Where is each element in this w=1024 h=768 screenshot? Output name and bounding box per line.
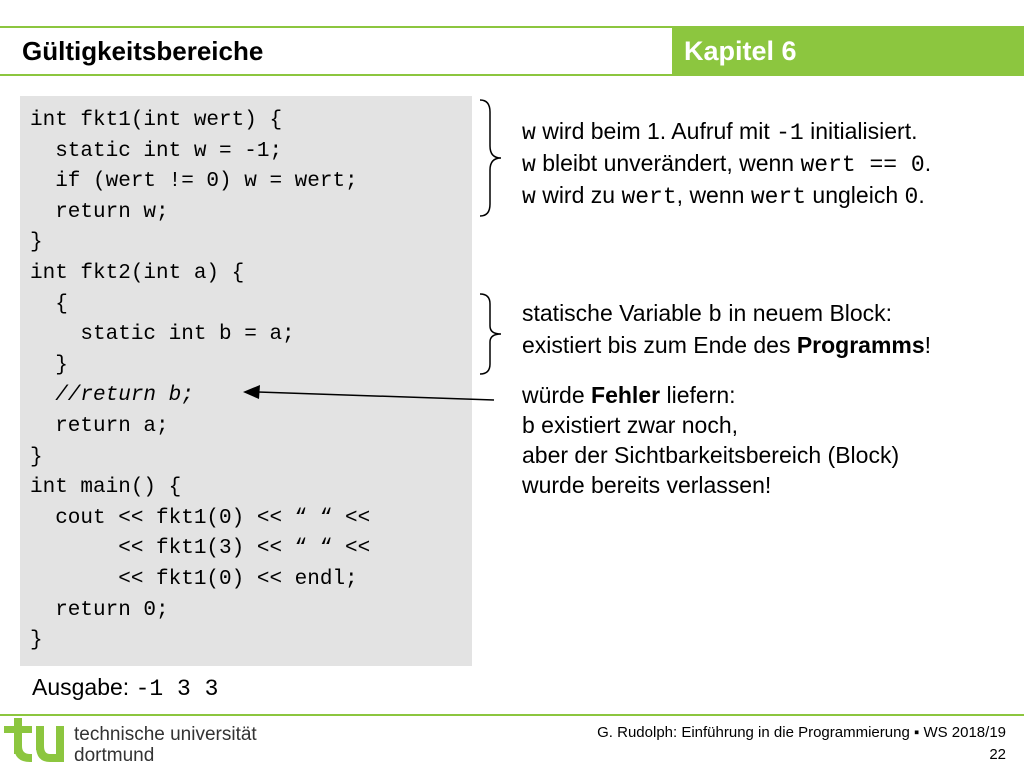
code-line: int main() { bbox=[30, 476, 182, 500]
code-line: return 0; bbox=[30, 598, 169, 622]
output-value: -1 3 3 bbox=[135, 676, 219, 702]
code-panel bbox=[20, 96, 472, 666]
brace-icon bbox=[479, 99, 502, 217]
code-line: } bbox=[30, 629, 43, 653]
note-static-w: w wird beim 1. Aufruf mit -1 initialisie… bbox=[522, 116, 931, 212]
top-accent-line bbox=[0, 26, 1024, 28]
note-line: wurde bereits verlassen! bbox=[522, 472, 772, 498]
note-line: würde Fehler liefern: bbox=[522, 382, 736, 408]
code-line: } bbox=[30, 231, 43, 255]
note-line: existiert bis zum Ende des Programms! bbox=[522, 332, 932, 358]
code-line: } bbox=[30, 445, 43, 469]
arrow-line bbox=[257, 391, 495, 401]
chapter-badge: Kapitel 6 bbox=[672, 28, 1024, 74]
code-line: static int w = -1; bbox=[30, 139, 283, 163]
brace-icon bbox=[479, 293, 502, 375]
arrow-head-icon bbox=[243, 385, 260, 399]
tu-logo-icon bbox=[4, 718, 64, 762]
code-line: << fkt1(0) << endl; bbox=[30, 567, 358, 591]
note-error: würde Fehler liefern: b existiert zwar n… bbox=[522, 380, 899, 500]
output-label: Ausgabe: bbox=[32, 674, 136, 700]
slide-footer: G. Rudolph: Einführung in die Programmie… bbox=[597, 722, 1006, 766]
code-line: return a; bbox=[30, 414, 169, 438]
code-line: return w; bbox=[30, 200, 169, 224]
university-line: technische universität bbox=[74, 724, 257, 745]
code-listing: int fkt1(int wert) { static int w = -1; … bbox=[30, 106, 370, 657]
code-line: } bbox=[30, 353, 68, 377]
note-line: b existiert zwar noch, bbox=[522, 412, 739, 438]
code-line: int fkt1(int wert) { bbox=[30, 109, 283, 132]
note-line: w bleibt unverändert, wenn wert == 0. bbox=[522, 150, 932, 178]
code-line: static int b = a; bbox=[30, 323, 295, 347]
note-line: w wird beim 1. Aufruf mit -1 initialisie… bbox=[522, 118, 918, 146]
code-line: << fkt1(3) << “ “ << bbox=[30, 537, 371, 561]
code-line: if (wert != 0) w = wert; bbox=[30, 170, 358, 194]
note-line: aber der Sichtbarkeitsbereich (Block) bbox=[522, 442, 900, 468]
note-line: w wird zu wert, wenn wert ungleich 0. bbox=[522, 182, 925, 210]
university-line: dortmund bbox=[74, 745, 155, 766]
slide-title: Gültigkeitsbereiche bbox=[22, 36, 264, 66]
university-name: technische universität dortmund bbox=[74, 724, 257, 766]
title-underline bbox=[0, 74, 1024, 76]
code-line: int fkt2(int a) { bbox=[30, 261, 245, 285]
page-number: 22 bbox=[989, 746, 1006, 763]
code-line: cout << fkt1(0) << “ “ << bbox=[30, 506, 371, 530]
code-line: { bbox=[30, 292, 68, 316]
code-line-comment: //return b; bbox=[30, 384, 194, 408]
footer-citation: G. Rudolph: Einführung in die Programmie… bbox=[597, 724, 1006, 741]
note-static-b: statische Variable b in neuem Block: exi… bbox=[522, 298, 931, 360]
footer-line bbox=[0, 714, 1024, 716]
program-output: Ausgabe: -1 3 3 bbox=[32, 674, 218, 702]
note-line: statische Variable b in neuem Block: bbox=[522, 300, 893, 328]
